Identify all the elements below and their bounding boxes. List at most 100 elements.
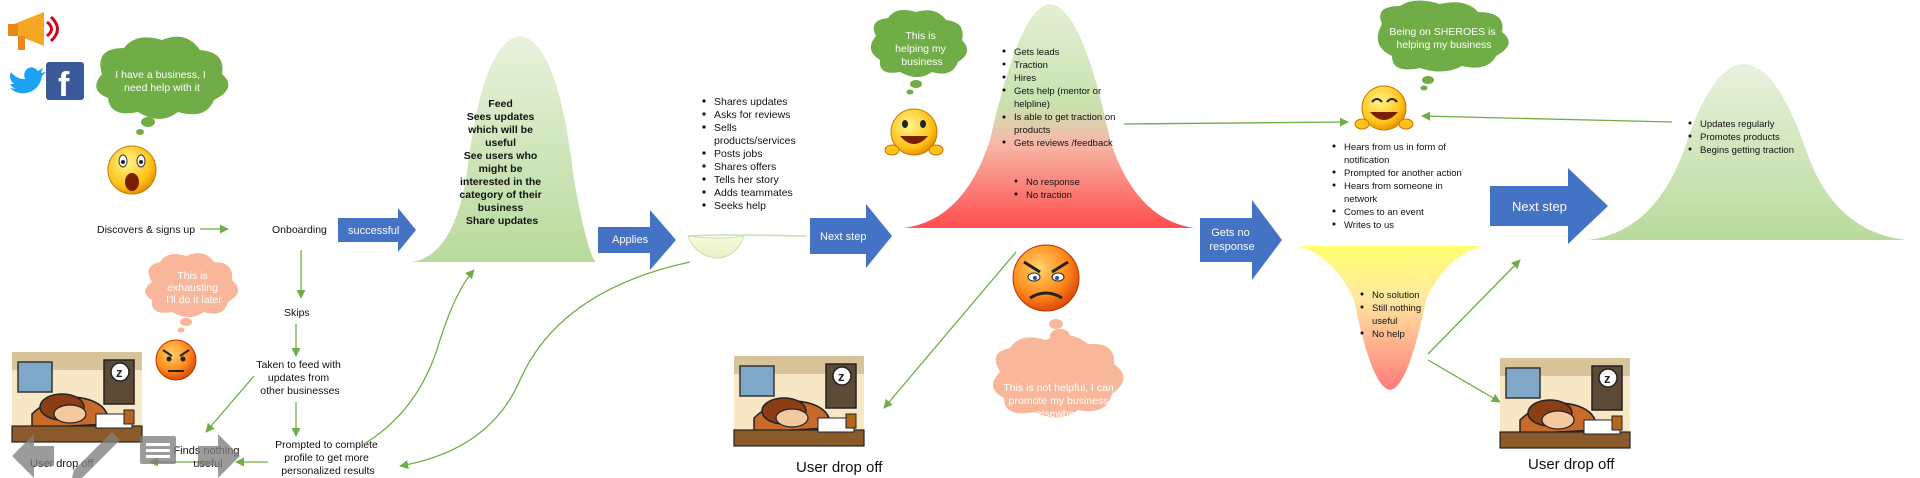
list-item: Shares updates (714, 96, 788, 108)
list-item: useful (1372, 316, 1397, 327)
cloud-text-line: helping my (895, 43, 947, 55)
cloud-business-help: I have a business, I need help with it (96, 36, 229, 135)
prompted-profile-line: profile to get more (284, 452, 369, 464)
svg-text:Being on SHEROES is help: Being on SHEROES is helping my business (1389, 26, 1498, 51)
list-item: No solution (1372, 290, 1420, 301)
cloud-text-line: This is (177, 270, 207, 282)
cloud-text-line: I have a business, I (115, 69, 205, 81)
list-item: Sells (714, 122, 737, 134)
list-item: Posts jobs (714, 148, 762, 160)
cloud-text-line: This is (905, 30, 935, 42)
growth-bell-curve: Updates regularly Promotes products Begi… (1588, 64, 1906, 240)
list-item: products/services (714, 135, 796, 147)
happy-emoji-icon (1354, 85, 1414, 131)
arrow-next-step: Next step (1490, 168, 1608, 244)
svg-text:Hears from us in form of: Hears from us in form of notification Pr… (1344, 142, 1464, 231)
feed-bell-line: Feed (488, 98, 513, 110)
list-item: Is able to get traction on (1014, 112, 1115, 123)
list-item: notification (1344, 155, 1389, 166)
list-item: Asks for reviews (714, 109, 790, 121)
flow-connector (1427, 359, 1501, 403)
list-item: No traction (1026, 190, 1072, 201)
list-item: helpline) (1014, 99, 1050, 110)
arrow-label: Next step (820, 231, 866, 243)
taken-to-feed-label: Taken to feed with updates from other bu… (256, 359, 344, 397)
list-item: Prompted for another action (1344, 168, 1462, 179)
arrow-label: Next step (1512, 199, 1567, 214)
sleeping-user-illustration (11, 351, 143, 443)
flow-connector (205, 375, 255, 433)
svg-text:This is helping my: This is helping my business (895, 30, 949, 68)
no-solution-funnel: No solution Still nothing useful No help (1298, 246, 1482, 390)
svg-text:Gets no response: Gets no response (1209, 227, 1254, 253)
outcome-bell-curve: Gets leads Traction Hires Gets help (men… (904, 4, 1194, 228)
prompted-profile-label: Prompted to complete profile to get more… (275, 439, 381, 477)
svg-text:I have a business, I nee: I have a business, I need help with it (115, 69, 208, 94)
cloud-text-line: Being on SHEROES is (1389, 26, 1495, 38)
cloud-text-line: I'll do it later (166, 294, 222, 306)
applies-bowl-shape (687, 235, 745, 259)
list-item: Traction (1014, 60, 1048, 71)
sleeping-user-illustration (1499, 357, 1631, 449)
list-item: Comes to an event (1344, 207, 1424, 218)
cloud-text-line: promote my business (1009, 395, 1109, 407)
feed-bell-line: Share updates (466, 215, 539, 227)
flow-connector (363, 269, 475, 445)
list-item: network (1344, 194, 1378, 205)
twitter-icon[interactable] (10, 67, 46, 94)
svg-text:This is exhausting: This is exhausting I'll do it later (166, 270, 222, 306)
feed-bell-line: business (478, 202, 524, 214)
list-item: Promotes products (1700, 132, 1780, 143)
list-icon[interactable] (140, 436, 176, 464)
arrow-gets-no-response: Gets no response (1200, 200, 1282, 280)
list-item: Gets leads (1014, 47, 1060, 58)
list-item: Adds teammates (714, 187, 793, 199)
user-drop-off-label: User drop off (1528, 456, 1615, 473)
arrow-next-step: Next step (810, 204, 892, 268)
list-item: Seeks help (714, 200, 766, 212)
feed-bell-line: See users who (464, 150, 538, 162)
skips-label: Skips (284, 307, 310, 319)
flow-connector (1123, 117, 1349, 127)
svg-text:This is not helpful, I can: This is not helpful, I can promote my bu… (1003, 382, 1116, 420)
flow-connector (1421, 111, 1673, 123)
arrow-label: Applies (612, 234, 649, 246)
flow-connector (399, 261, 691, 470)
user-drop-off-label: User drop off (796, 459, 883, 476)
happy-emoji-icon (884, 108, 944, 156)
list-item: No response (1026, 177, 1080, 188)
flow-connector (883, 251, 1017, 409)
cloud-text-line: This is not helpful, I can (1003, 382, 1113, 394)
shocked-emoji-icon (107, 145, 157, 195)
edit-icon[interactable] (72, 432, 120, 478)
svg-text:f: f (58, 66, 70, 104)
feed-bell-line: Sees updates (467, 111, 535, 123)
arrow-label: Gets no (1211, 227, 1250, 239)
sleeping-user-illustration (733, 355, 865, 447)
feed-bell-curve: Feed Sees updates which will be useful S… (412, 36, 596, 262)
prompted-profile-line: Prompted to complete (275, 439, 378, 451)
list-item: Still nothing (1372, 303, 1421, 314)
list-item: Writes to us (1344, 220, 1394, 231)
taken-to-feed-line: updates from (268, 372, 330, 384)
arrow-applies: Applies (598, 210, 676, 270)
flow-connector (1427, 259, 1521, 355)
feed-bell-line: useful (485, 137, 516, 149)
arrow-successful: successful (338, 208, 416, 252)
list-item: Gets reviews /feedback (1014, 138, 1113, 149)
feed-bell-line: which will be (467, 124, 533, 136)
svg-text:Shares updates Asks for: Shares updates Asks for reviews Sells pr… (714, 96, 799, 212)
discovers-label: Discovers & signs up (97, 224, 195, 236)
back-arrow-icon[interactable] (12, 434, 54, 478)
facebook-icon[interactable]: f (46, 62, 84, 104)
svg-text:Updates regularly Promot: Updates regularly Promotes products Begi… (1700, 119, 1794, 156)
applies-list: Shares updates Asks for reviews Sells pr… (702, 96, 799, 212)
feed-bell-line: interested in the (460, 176, 541, 188)
forward-arrow-icon[interactable] (198, 434, 240, 478)
svg-text:Gets leads Traction: Gets leads Traction Hires Gets help (men… (1014, 47, 1118, 201)
hears-list: Hears from us in form of notification Pr… (1332, 142, 1464, 231)
list-item: Shares offers (714, 161, 776, 173)
list-item: Hears from us in form of (1344, 142, 1446, 153)
megaphone-icon (8, 12, 59, 50)
cloud-exhausting: This is exhausting I'll do it later (145, 253, 239, 333)
